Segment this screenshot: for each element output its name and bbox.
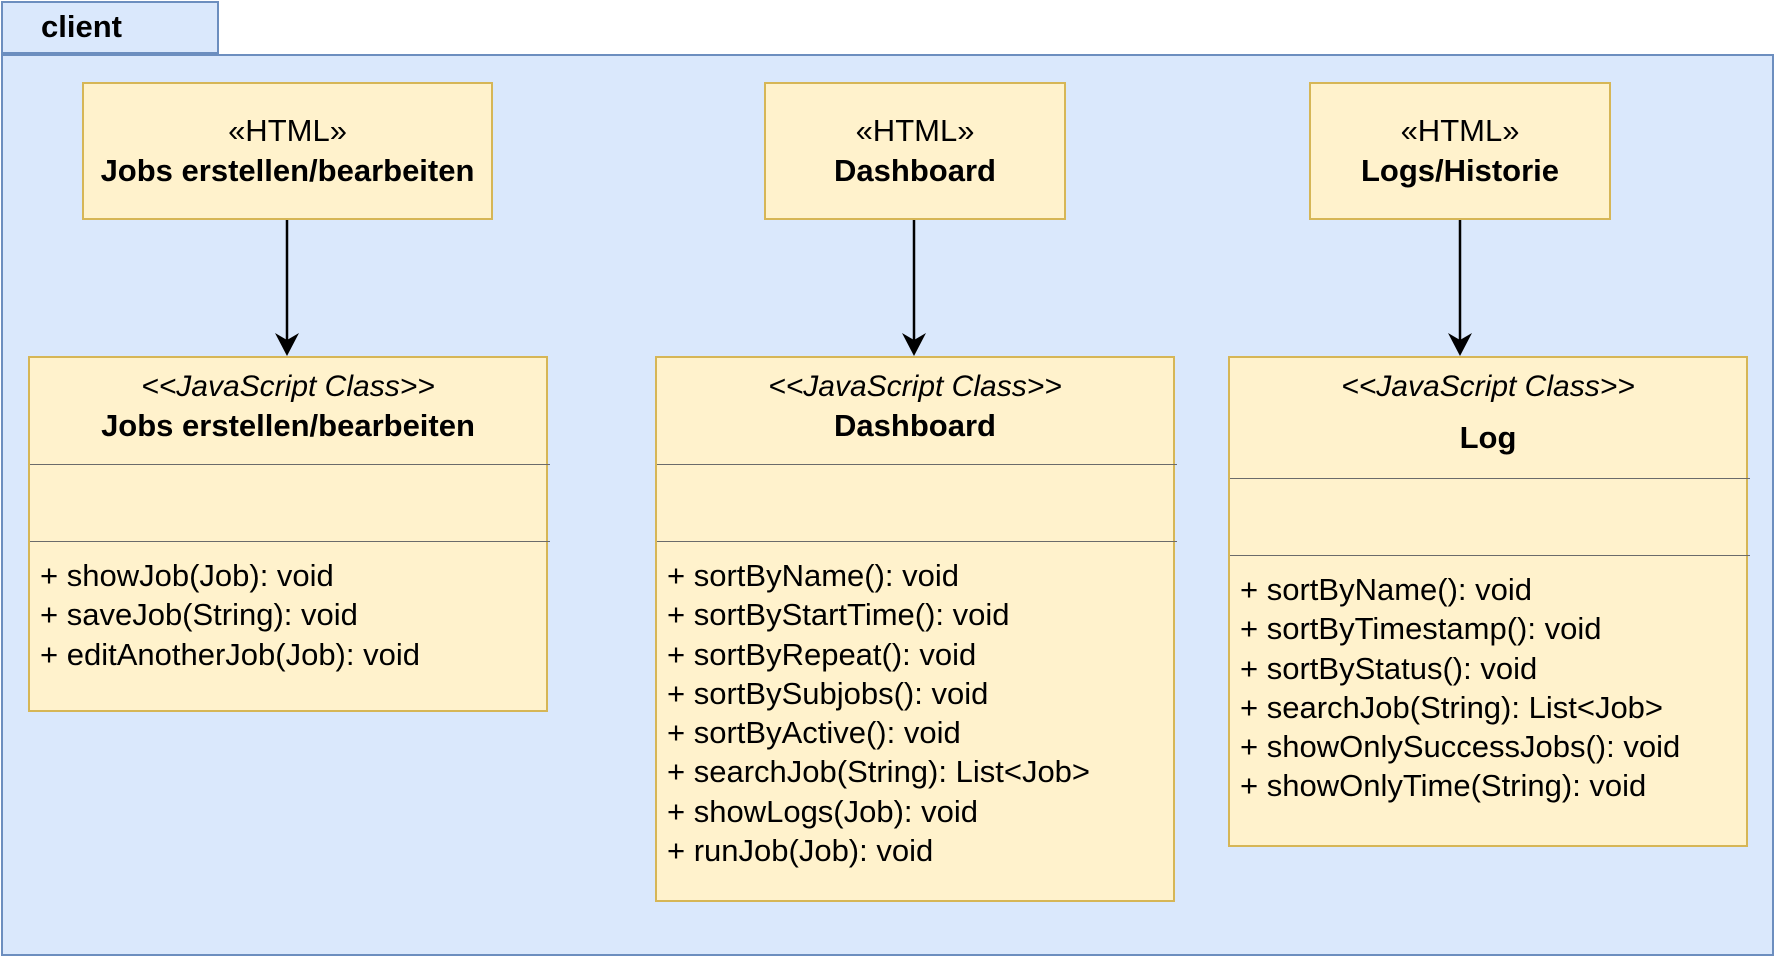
package-tab: client bbox=[1, 1, 219, 54]
method-item: + searchJob(String): List<Job> bbox=[1240, 689, 1664, 725]
class-divider-methods bbox=[1230, 555, 1750, 556]
class-divider-attributes bbox=[30, 464, 550, 465]
html-title: Dashboard bbox=[834, 153, 996, 188]
class-stereotype: <<JavaScript Class>> bbox=[141, 370, 435, 403]
method-item: + sortByTimestamp(): void bbox=[1240, 611, 1602, 647]
method-item: + sortByName(): void bbox=[667, 558, 960, 593]
method-item: + showOnlySuccessJobs(): void bbox=[1240, 729, 1681, 765]
html-stereotype: «HTML» bbox=[855, 113, 975, 148]
js-class-dashboard[interactable]: <<JavaScript Class>> Dashboard + sortByN… bbox=[655, 356, 1177, 902]
html-stereotype: «HTML» bbox=[1400, 113, 1520, 148]
html-box-dashboard[interactable]: «HTML» Dashboard bbox=[764, 82, 1066, 220]
html-title: Logs/Historie bbox=[1360, 153, 1560, 188]
class-stereotype: <<JavaScript Class>> bbox=[1341, 370, 1635, 403]
class-divider-methods bbox=[657, 541, 1177, 542]
html-stereotype: «HTML» bbox=[228, 113, 347, 148]
arrow-dashboard bbox=[902, 220, 926, 356]
class-methods: + showJob(Job): void + saveJob(String): … bbox=[40, 556, 540, 674]
method-item: + sortByActive(): void bbox=[667, 715, 961, 751]
html-box-jobs[interactable]: «HTML» Jobs erstellen/bearbeiten bbox=[82, 82, 493, 220]
class-title: Jobs erstellen/bearbeiten bbox=[101, 408, 475, 443]
class-header: <<JavaScript Class>> Dashboard bbox=[657, 358, 1173, 446]
class-title: Log bbox=[1459, 420, 1517, 455]
method-item: + sortBySubjobs(): void bbox=[667, 675, 989, 711]
package-name: client bbox=[41, 9, 122, 44]
method-item: + sortByRepeat(): void bbox=[667, 636, 977, 672]
class-stereotype: <<JavaScript Class>> bbox=[768, 370, 1062, 403]
method-item: + sortByStartTime(): void bbox=[667, 597, 1010, 633]
class-divider-attributes bbox=[657, 464, 1177, 465]
class-title: Dashboard bbox=[834, 408, 996, 443]
js-class-log[interactable]: <<JavaScript Class>> Log + sortByName():… bbox=[1228, 356, 1750, 847]
method-item: + searchJob(String): List<Job> bbox=[667, 754, 1091, 790]
method-item: + showJob(Job): void bbox=[40, 558, 334, 593]
method-item: + sortByName(): void bbox=[1240, 572, 1533, 607]
method-item: + sortByStatus(): void bbox=[1240, 650, 1538, 686]
arrow-jobs bbox=[275, 220, 299, 356]
method-item: + runJob(Job): void bbox=[667, 833, 934, 869]
method-item: + showOnlyTime(String): void bbox=[1240, 768, 1647, 804]
class-methods: + sortByName(): void + sortByStartTime()… bbox=[667, 556, 1167, 870]
js-class-jobs[interactable]: <<JavaScript Class>> Jobs erstellen/bear… bbox=[28, 356, 550, 712]
class-divider-methods bbox=[30, 541, 550, 542]
html-box-logs[interactable]: «HTML» Logs/Historie bbox=[1309, 82, 1611, 220]
method-item: + showLogs(Job): void bbox=[667, 793, 979, 829]
html-title: Jobs erstellen/bearbeiten bbox=[100, 153, 475, 188]
method-item: + saveJob(String): void bbox=[40, 597, 358, 633]
class-divider-attributes bbox=[1230, 478, 1750, 479]
class-methods: + sortByName(): void + sortByTimestamp()… bbox=[1240, 570, 1740, 806]
class-header: <<JavaScript Class>> Log bbox=[1230, 358, 1746, 458]
arrow-logs bbox=[1448, 220, 1472, 356]
class-header: <<JavaScript Class>> Jobs erstellen/bear… bbox=[30, 358, 546, 446]
method-item: + editAnotherJob(Job): void bbox=[40, 636, 420, 672]
